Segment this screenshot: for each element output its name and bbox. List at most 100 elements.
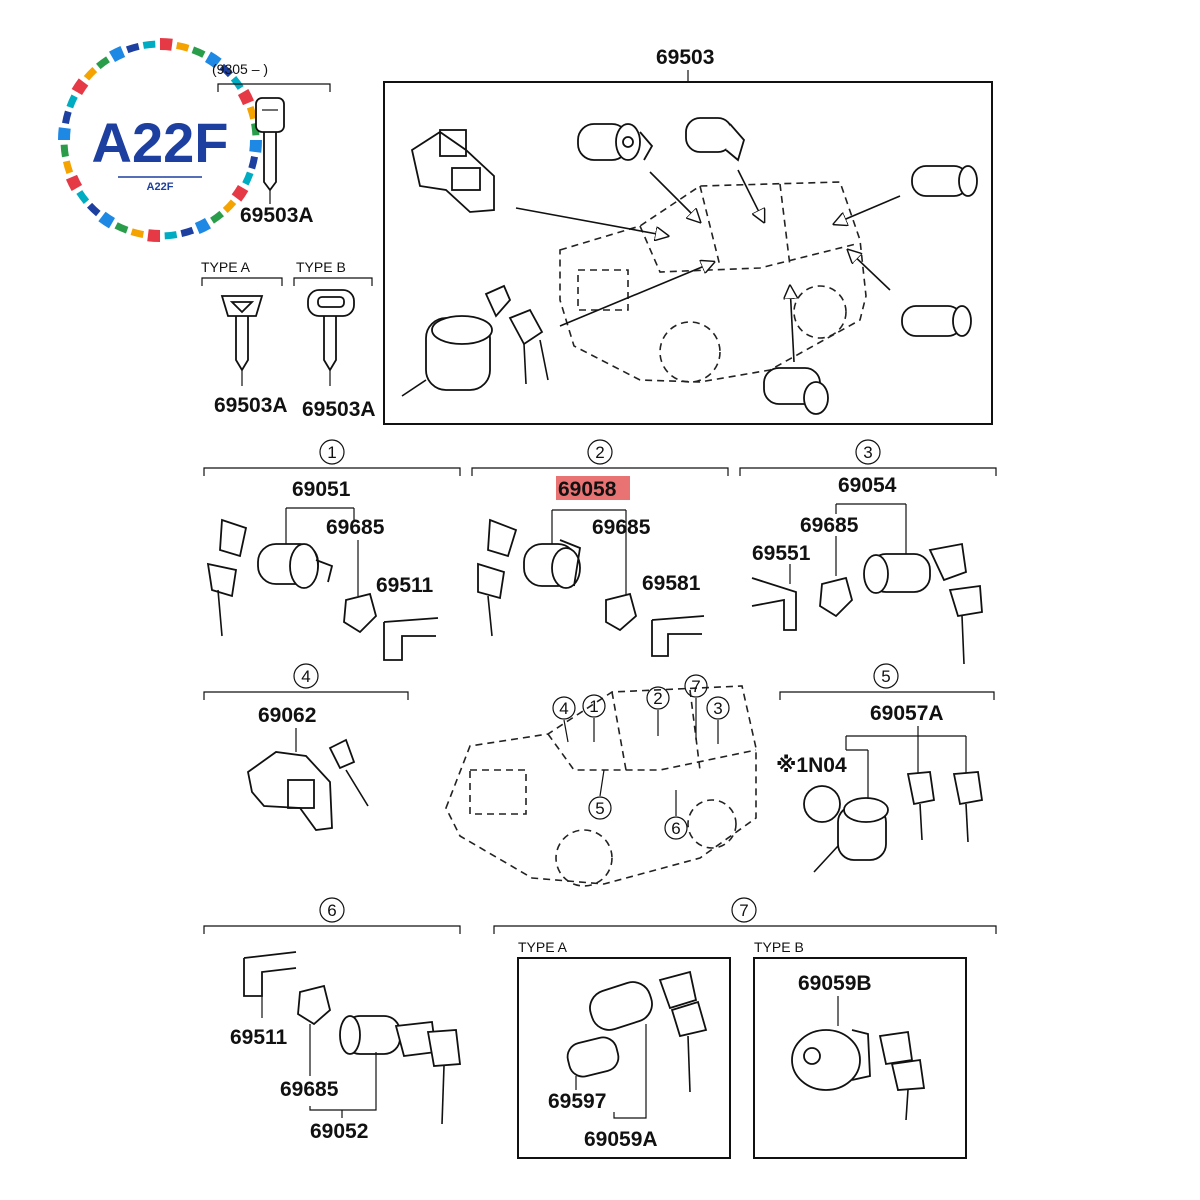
group-7-index: 7 [739,901,748,920]
g5-key-icon-2 [952,771,984,843]
logo-ring-segment [62,160,74,175]
vehicle-sketch-top [559,181,867,383]
logo-ring [58,38,262,242]
logo-ring-segment [98,211,116,229]
g1-cylinder-icon [206,518,334,637]
group-3-index: 3 [863,443,872,462]
door-cylinder-icon-1 [577,123,654,161]
vehicle-markers: 4 1 2 7 3 5 6 [552,674,730,840]
logo-subtext: A22F [147,181,174,193]
logo-ring-segment [96,56,110,70]
marker-1: 1 [589,697,598,716]
group-5: 5 69057A ※1N04 [776,663,995,873]
marker-7: 7 [691,677,700,696]
note-1N04: ※1N04 [776,754,847,777]
group-1: 1 69051 69685 69511 [203,439,461,661]
logo-ring-segment [83,66,98,81]
logo-ring-segment [204,51,222,69]
logo-ring-segment [219,63,234,78]
highlight-box [556,476,630,500]
logo-ring-segment [210,210,224,224]
marker-6: 6 [671,819,680,838]
logo-ring-segment [65,174,83,191]
group-4: 4 69062 [203,663,409,831]
logo-ring-segment [60,144,69,158]
logo-ring-segment [251,122,260,136]
g5-cylinder-icon [813,797,889,873]
part-number-69551-g3: 69551 [752,542,811,565]
g2-cylinder-icon [477,518,582,637]
group-2-index: 2 [595,443,604,462]
g3-cylinder-icon [863,542,983,665]
g7b-cylinder-icon [791,1029,926,1121]
g7a-plug-icon [566,1036,620,1078]
part-number-69597: 69597 [548,1090,606,1113]
type-a-key-icon [220,295,264,372]
group-3: 3 69054 69685 69551 [739,439,997,665]
part-number-69503A-top: 69503A [240,204,314,227]
logo-mark: A22F [92,111,229,174]
logo-ring-segment [164,231,178,240]
g3-ring-icon [819,576,854,618]
group-1-index: 1 [327,443,336,462]
group-6: 6 69511 69685 69052 [203,897,462,1143]
part-number-69685-g6: 69685 [280,1078,339,1101]
part-number-69059B: 69059B [798,972,872,995]
side-door-cylinder-icon [901,305,972,337]
part-number-69685-g2: 69685 [592,516,651,539]
logo-ring-segment [242,171,254,186]
logo-ring-segment [180,226,195,238]
logo-ring-segment [147,229,161,242]
g7-type-a-frame [517,957,731,1159]
brand-logo: A22F A22F [58,38,262,242]
logo-ring-segment [246,105,258,120]
rear-cylinder-icon [763,367,829,415]
tailgate-cylinder-icon [911,165,978,197]
logo-ring-segment [249,139,262,153]
logo-ring-segment [130,228,144,238]
assembly-arrows [515,169,901,363]
assembly-frame [383,81,993,425]
logo-ring-segment [76,190,90,204]
part-number-69052: 69052 [310,1120,368,1143]
logo-ring-segment [58,127,71,141]
g5-oring-icon [803,785,841,823]
part-number-69685-g3: 69685 [800,514,859,537]
marker-3: 3 [713,699,722,718]
logo-ring-segment [109,45,126,63]
group-2: 2 69058 69685 69581 [471,439,729,657]
logo-ring-segment [66,94,78,109]
logo-ring-segment [114,222,129,234]
g5-key-icon-1 [906,771,936,841]
main-assembly-section: 69503 [383,46,993,425]
type-a-label: TYPE A [201,259,251,275]
center-vehicle: 4 1 2 7 3 5 6 [445,674,757,887]
hood-lock-icon [410,129,495,213]
g1-clip-icon [383,617,439,661]
part-number-69511-g1: 69511 [376,574,434,597]
logo-ring-segment [62,110,72,124]
g7a-sleeve-icon [589,970,708,1093]
key-blank-icon [255,97,285,192]
part-number-69054: 69054 [838,474,897,497]
g6-ring-icon [297,984,332,1026]
part-number-69581-g2: 69581 [642,572,701,595]
logo-ring-segment [191,46,206,58]
type-b-label: TYPE B [296,259,346,275]
logo-ring-segment [231,184,249,202]
g2-clip-icon [651,615,705,657]
type-b-key-icon [307,289,355,372]
g6-cylinder-icon [339,1015,462,1125]
group-7: 7 TYPE A TYPE B 69597 69059A 69059B [493,897,997,1159]
serial-range-label: (9305 – ) [212,61,268,77]
g3-clip-icon [751,577,797,631]
g7-type-b-label: TYPE B [754,939,804,955]
part-number-69059A: 69059A [584,1128,658,1151]
group-4-index: 4 [301,667,310,686]
logo-ring-segment [230,76,244,90]
part-number-69062: 69062 [258,704,316,727]
group-6-index: 6 [327,901,336,920]
g1-ring-icon [343,592,378,634]
g7-type-b-frame [753,957,967,1159]
group-5-index: 5 [881,667,890,686]
